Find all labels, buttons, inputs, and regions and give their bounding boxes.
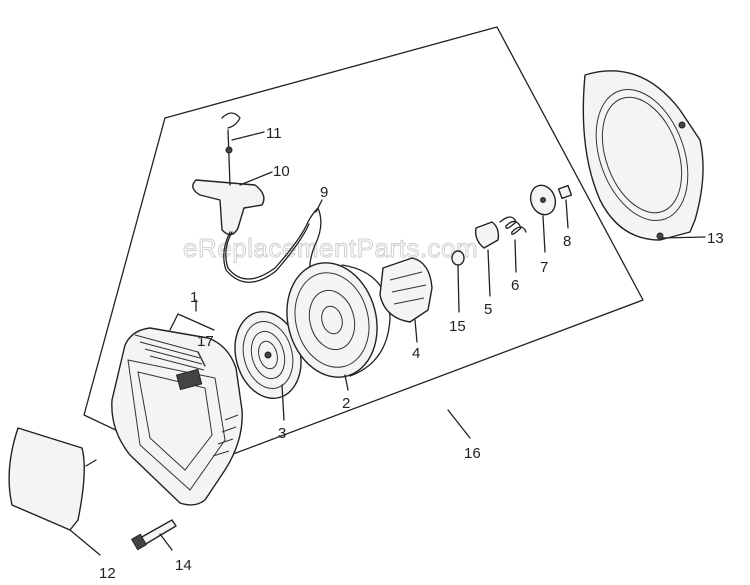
leader-4 bbox=[414, 319, 418, 343]
leader-10 bbox=[239, 171, 273, 186]
leader-9 bbox=[315, 199, 323, 213]
leader-17 bbox=[197, 351, 206, 367]
ratchet-part bbox=[379, 257, 433, 323]
callout-3: 3 bbox=[278, 425, 286, 442]
leader-6 bbox=[514, 239, 517, 273]
washer-part bbox=[451, 250, 465, 266]
fan-cover-part bbox=[582, 70, 704, 241]
callout-14: 14 bbox=[175, 557, 192, 574]
plate-washer-part bbox=[529, 184, 557, 216]
callout-16: 16 bbox=[464, 445, 481, 462]
callout-10: 10 bbox=[273, 163, 290, 180]
starter-handle-part bbox=[192, 112, 265, 236]
bushing-part bbox=[474, 221, 500, 249]
rope-pulley-part bbox=[286, 262, 391, 378]
leader-3 bbox=[281, 384, 285, 421]
leader-7 bbox=[542, 215, 546, 253]
leader-16 bbox=[447, 409, 471, 439]
leader-1 bbox=[169, 313, 215, 331]
leader-14 bbox=[159, 533, 173, 551]
callout-8: 8 bbox=[563, 233, 571, 250]
callout-12: 12 bbox=[99, 565, 116, 582]
screw-part bbox=[557, 184, 573, 200]
callout-4: 4 bbox=[412, 345, 420, 362]
leader-8 bbox=[565, 199, 569, 229]
watermark-text: eReplacementParts.com bbox=[183, 233, 478, 263]
callout-1: 1 bbox=[190, 289, 198, 306]
callout-5: 5 bbox=[484, 301, 492, 318]
callout-13: 13 bbox=[707, 230, 724, 247]
leader-2 bbox=[344, 374, 349, 391]
starter-rope-part bbox=[225, 207, 322, 280]
callout-9: 9 bbox=[320, 184, 328, 201]
leader-15 bbox=[457, 265, 460, 313]
coil-spring-part bbox=[499, 216, 527, 235]
callout-11: 11 bbox=[266, 125, 282, 142]
assembly-boundary bbox=[83, 26, 644, 469]
starter-housing-part bbox=[111, 327, 243, 506]
callout-6: 6 bbox=[511, 277, 519, 294]
leader-12 bbox=[69, 529, 101, 556]
filter-plate-part bbox=[8, 427, 85, 531]
callout-15: 15 bbox=[449, 318, 466, 335]
callout-17: 17 bbox=[197, 333, 214, 350]
leader-13 bbox=[661, 236, 706, 239]
recoil-spring-part bbox=[234, 310, 302, 400]
bolt-part bbox=[130, 519, 177, 551]
callout-7: 7 bbox=[540, 259, 548, 276]
leader-11 bbox=[231, 131, 265, 141]
callout-2: 2 bbox=[342, 395, 350, 412]
leader-5 bbox=[487, 249, 491, 297]
